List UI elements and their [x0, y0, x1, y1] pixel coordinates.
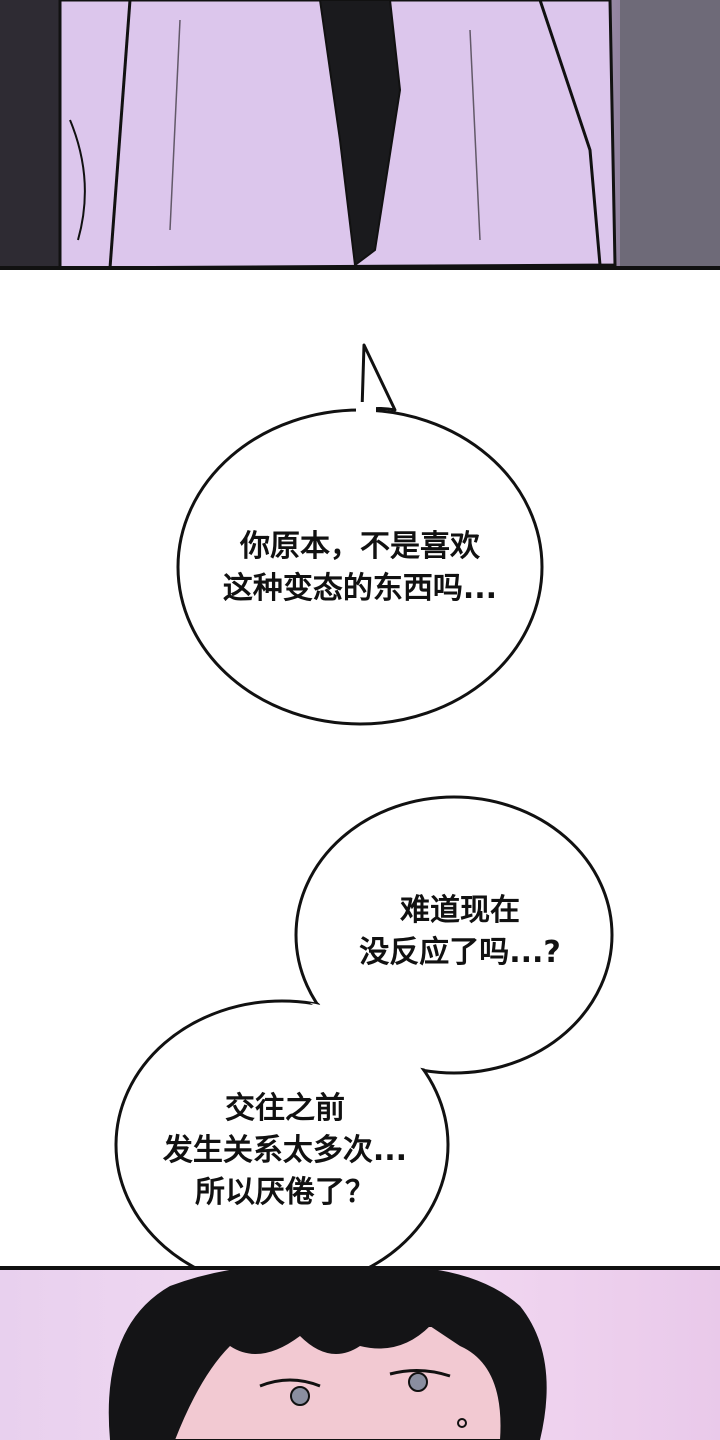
speech-bubble-1-line-1: 你原本，不是喜欢	[240, 529, 480, 564]
speech-bubble-1-text: 你原本，不是喜欢 这种变态的东西吗...	[180, 526, 540, 610]
speech-bubble-1-line-2: 这种变态的东西吗...	[222, 571, 498, 606]
speech-bubble-2-line-2: 没反应了吗...?	[359, 935, 561, 970]
shirt-illustration	[0, 0, 720, 270]
speech-bubble-3-text: 交往之前 发生关系太多次... 所以厌倦了？	[130, 1088, 440, 1214]
speech-bubble-2-line-1: 难道现在	[400, 893, 520, 928]
speech-bubble-1-outline	[176, 343, 544, 726]
comic-panel-bottom	[0, 1266, 720, 1440]
speech-bubble-3-line-3: 所以厌倦了？	[195, 1175, 375, 1210]
speech-bubble-2-text: 难道现在 没反应了吗...?	[330, 890, 590, 974]
character-face-illustration	[0, 1266, 720, 1440]
speech-bubble-3-line-1: 交往之前	[225, 1091, 345, 1126]
speech-bubble-3-line-2: 发生关系太多次...	[162, 1133, 408, 1168]
comic-panel-top	[0, 0, 720, 270]
